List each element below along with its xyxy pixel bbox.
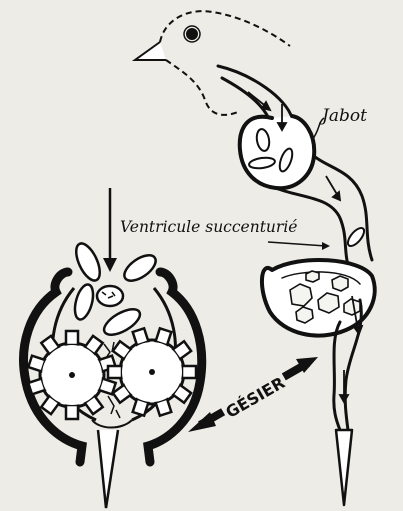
magnified-gizzard xyxy=(24,188,202,508)
falling-grains xyxy=(71,240,160,340)
jabot-label: Jabot xyxy=(319,106,367,126)
intestine-exit xyxy=(336,430,352,505)
bird-head xyxy=(135,11,290,115)
gesier-arrow: GÉSIER xyxy=(188,357,318,432)
gesier-label: GÉSIER xyxy=(222,373,288,422)
crop-jabot xyxy=(240,116,314,188)
jabot-label-group: Jabot xyxy=(312,106,367,140)
beak xyxy=(135,42,166,60)
gear-right-icon xyxy=(108,328,196,415)
bird-eye-icon xyxy=(187,29,197,39)
ventricule-label-group: Ventricule succenturié xyxy=(120,218,330,250)
ventricule-label: Ventricule succenturié xyxy=(120,218,297,236)
gear-left-icon xyxy=(28,331,115,419)
